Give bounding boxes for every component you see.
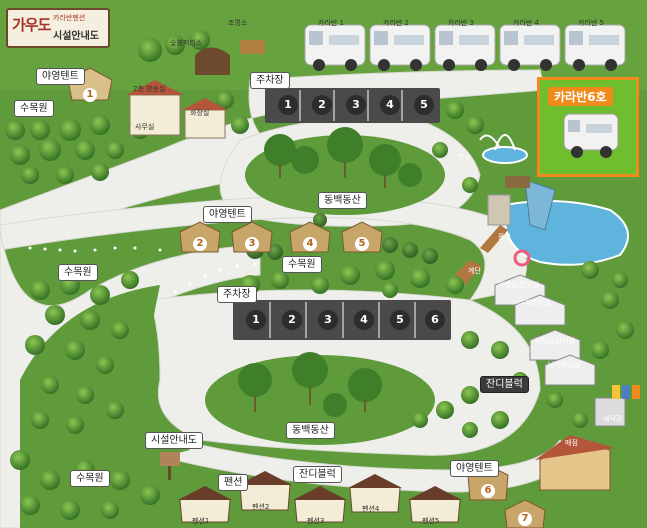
caravan-label-4: 카라반 4 <box>513 19 539 27</box>
label-arboretum-bottom: 수목원 <box>70 470 110 487</box>
label-arboretum-mid: 수목원 <box>58 264 98 281</box>
dotted-path <box>28 246 257 294</box>
parking-top-slot-3: 3 <box>346 95 366 115</box>
label-lawn-bottom: 잔디블럭 <box>293 466 342 483</box>
parking-top-slot-2: 2 <box>312 95 332 115</box>
label-shower-2: 샤워실/탈의실 <box>534 337 575 345</box>
pension-4[interactable]: 펜션4 <box>362 505 380 513</box>
parking-mid-slot-5: 5 <box>390 310 410 330</box>
campsite-1[interactable]: 1 <box>83 88 97 102</box>
label-lawn-right: 잔디블럭 <box>480 376 529 393</box>
label-toilet-3: 남자화장실 <box>548 361 581 369</box>
pension-2[interactable]: 펜션2 <box>252 503 270 511</box>
caravan-label-5: 카라반 5 <box>578 19 604 27</box>
campsite-2[interactable]: 2 <box>193 237 207 251</box>
label-camellia-bottom: 동백동산 <box>286 422 335 439</box>
parking-mid-slot-3: 3 <box>318 310 338 330</box>
label-shed: 숯불저리소 <box>170 39 203 47</box>
label-pension: 펜션 <box>218 474 249 491</box>
label-stairs: 계단 <box>468 267 481 275</box>
campsite-4[interactable]: 4 <box>303 237 317 251</box>
campsite-6[interactable]: 6 <box>481 484 495 498</box>
label-lamp: 조명소 <box>228 19 248 27</box>
caravan-label-3: 카라반 3 <box>448 19 474 27</box>
pension-5[interactable]: 펜션5 <box>422 517 440 525</box>
label-laundry: 세탁장 <box>603 415 623 423</box>
label-camellia-top: 동백동산 <box>318 192 367 209</box>
map-title-board: 가우도 카라반펜션 시설안내도 <box>6 8 110 48</box>
parking-top-slot-4: 4 <box>380 95 400 115</box>
label-pool: 풀장 <box>498 233 511 241</box>
parking-mid-slot-6: 6 <box>425 310 445 330</box>
parking-mid-slot-1: 1 <box>246 310 266 330</box>
parking-top-slot-5: 5 <box>414 95 434 115</box>
label-camp-top: 야영텐트 <box>36 68 85 85</box>
label-camp-mid: 야영텐트 <box>203 206 252 223</box>
campsite-5[interactable]: 5 <box>355 237 369 251</box>
label-guide: 시설안내도 <box>145 432 203 449</box>
label-shower-1: 샤워실/탈의실 <box>498 281 539 289</box>
parking-mid-slot-4: 4 <box>354 310 374 330</box>
pension-1[interactable]: 펜션1 <box>192 517 210 525</box>
label-office: 사무실 <box>135 123 155 131</box>
caravans-top <box>304 24 626 71</box>
label-parking-mid: 주차장 <box>217 286 257 303</box>
label-arboretum-mid2: 수목원 <box>282 256 322 273</box>
title-small: 카라반펜션 <box>53 14 86 22</box>
label-toilet-2: 여자화장실 <box>518 299 551 307</box>
selected-caravan-box[interactable]: 카라반6호 <box>537 77 639 177</box>
label-fountain: 분수 <box>458 153 471 161</box>
label-toilet: 화장실 <box>190 109 210 117</box>
campsite-7[interactable]: 7 <box>518 512 532 526</box>
caravan-6-icon <box>563 113 619 158</box>
label-mart: 매점 <box>565 439 578 447</box>
parking-top-slot-1: 1 <box>278 95 298 115</box>
label-arboretum-top: 수목원 <box>14 100 54 117</box>
title-sub: 시설안내도 <box>53 31 99 42</box>
parking-mid-slot-2: 2 <box>282 310 302 330</box>
title-logo: 가우도 <box>12 16 51 34</box>
pension-3[interactable]: 펜션3 <box>307 517 325 525</box>
label-parking-top: 주차장 <box>250 72 290 89</box>
caravan-label-1: 카라반 1 <box>318 19 344 27</box>
caravan-label-2: 카라반 2 <box>383 19 409 27</box>
label-office-top: 2층 방송실 <box>133 85 166 93</box>
selected-caravan-label: 카라반6호 <box>548 87 613 106</box>
trees <box>5 30 634 520</box>
label-camp-bottom: 야영텐트 <box>450 460 499 477</box>
campsite-3[interactable]: 3 <box>245 237 259 251</box>
facilities-right <box>494 274 640 491</box>
